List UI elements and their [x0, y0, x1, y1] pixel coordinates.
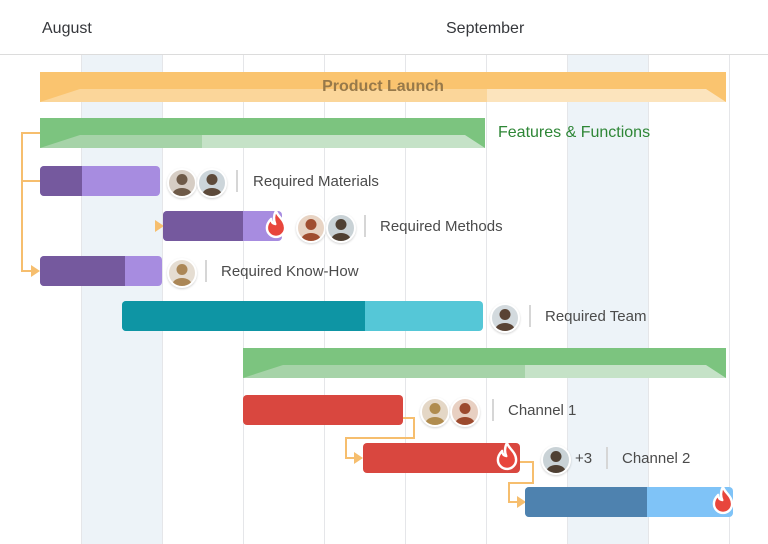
label-divider [364, 215, 366, 237]
dependency-line [21, 270, 32, 272]
gridline [243, 55, 244, 544]
timeline-header: August September [0, 0, 768, 55]
task-bar-summary-2[interactable] [243, 348, 726, 378]
label-divider [236, 170, 238, 192]
dependency-line [345, 437, 415, 439]
task-label-channel-2[interactable]: Channel 2 [622, 449, 691, 467]
dependency-line [518, 461, 534, 463]
month-label-september: September [446, 20, 525, 37]
avatar[interactable] [490, 303, 520, 333]
avatar[interactable] [167, 168, 197, 198]
dependency-arrow [354, 452, 363, 464]
task-bar-required-materials[interactable] [40, 166, 160, 196]
gridline [405, 55, 406, 544]
gridline [81, 55, 82, 544]
task-label-required-materials[interactable]: Required Materials [253, 172, 379, 190]
dependency-line [21, 132, 23, 272]
task-bar-blue[interactable] [525, 487, 733, 517]
avatar[interactable] [197, 168, 227, 198]
task-label-required-methods[interactable]: Required Methods [380, 217, 503, 235]
dependency-line [21, 180, 40, 182]
label-divider [606, 447, 608, 469]
dependency-arrow [31, 265, 40, 277]
task-label-product-launch: Product Launch [322, 78, 444, 95]
deadline-flame-icon [492, 441, 522, 475]
dependency-line [345, 457, 355, 459]
dependency-arrow [155, 220, 164, 232]
task-label-channel-1[interactable]: Channel 1 [508, 401, 577, 419]
gridline [324, 55, 325, 544]
gridline [567, 55, 568, 544]
avatar[interactable] [541, 445, 571, 475]
label-divider [529, 305, 531, 327]
dependency-line [508, 482, 510, 503]
avatar[interactable] [296, 213, 326, 243]
deadline-flame-icon [261, 209, 291, 243]
dependency-line [413, 417, 415, 439]
month-label-august: August [42, 20, 92, 37]
gridline [729, 55, 730, 544]
task-bar-required-team[interactable] [122, 301, 483, 331]
label-divider [205, 260, 207, 282]
task-bar-channel-2[interactable] [363, 443, 520, 473]
dependency-line [508, 501, 518, 503]
avatar[interactable] [420, 397, 450, 427]
dependency-line [403, 417, 415, 419]
dependency-line [532, 461, 534, 484]
task-label-required-know-how[interactable]: Required Know-How [221, 262, 359, 280]
task-bar-channel-1[interactable] [243, 395, 403, 425]
gridline [648, 55, 649, 544]
task-bar-required-methods[interactable] [163, 211, 282, 241]
dependency-line [508, 482, 534, 484]
avatar[interactable] [167, 258, 197, 288]
label-divider [492, 399, 494, 421]
deadline-flame-icon [708, 485, 738, 519]
task-label-features-functions[interactable]: Features & Functions [498, 124, 651, 141]
assignee-overflow-badge[interactable]: +3 [575, 449, 593, 467]
task-bar-required-know-how[interactable] [40, 256, 162, 286]
dependency-line [345, 437, 347, 459]
gridline [162, 55, 163, 544]
gridline [486, 55, 487, 544]
dependency-line [21, 132, 40, 134]
task-bar-product-launch[interactable]: Product Launch [40, 72, 726, 102]
task-bar-features-functions[interactable] [40, 118, 485, 148]
dependency-arrow [517, 496, 526, 508]
avatar[interactable] [326, 213, 356, 243]
avatar[interactable] [450, 397, 480, 427]
task-label-required-team[interactable]: Required Team [545, 307, 647, 325]
